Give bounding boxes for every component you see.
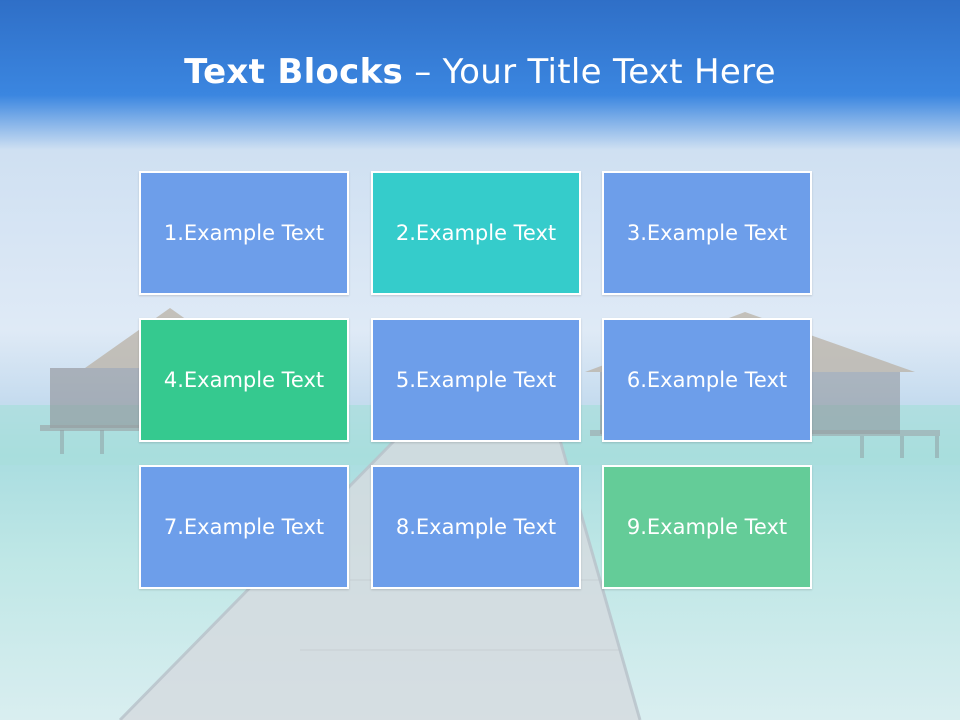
- text-block-label: 6.Example Text: [626, 368, 788, 392]
- text-block-label: 7.Example Text: [163, 515, 325, 539]
- text-block-label: 8.Example Text: [395, 515, 557, 539]
- text-block-label: 3.Example Text: [626, 221, 788, 245]
- text-block-label: 9.Example Text: [626, 515, 788, 539]
- text-block-1[interactable]: 1.Example Text: [139, 171, 349, 295]
- text-block-label: 5.Example Text: [395, 368, 557, 392]
- text-block-3[interactable]: 3.Example Text: [602, 171, 812, 295]
- text-block-label: 1.Example Text: [163, 221, 325, 245]
- text-block-label: 2.Example Text: [395, 221, 557, 245]
- text-block-8[interactable]: 8.Example Text: [371, 465, 581, 589]
- text-block-6[interactable]: 6.Example Text: [602, 318, 812, 442]
- text-block-4[interactable]: 4.Example Text: [139, 318, 349, 442]
- title-bold-text: Text Blocks: [184, 52, 404, 92]
- title-rest-text: Your Title Text Here: [442, 52, 776, 92]
- text-block-5[interactable]: 5.Example Text: [371, 318, 581, 442]
- text-block-9[interactable]: 9.Example Text: [602, 465, 812, 589]
- title-separator: –: [403, 52, 443, 92]
- text-block-label: 4.Example Text: [163, 368, 325, 392]
- slide-title: Text Blocks – Your Title Text Here: [0, 52, 960, 92]
- text-block-7[interactable]: 7.Example Text: [139, 465, 349, 589]
- text-block-2[interactable]: 2.Example Text: [371, 171, 581, 295]
